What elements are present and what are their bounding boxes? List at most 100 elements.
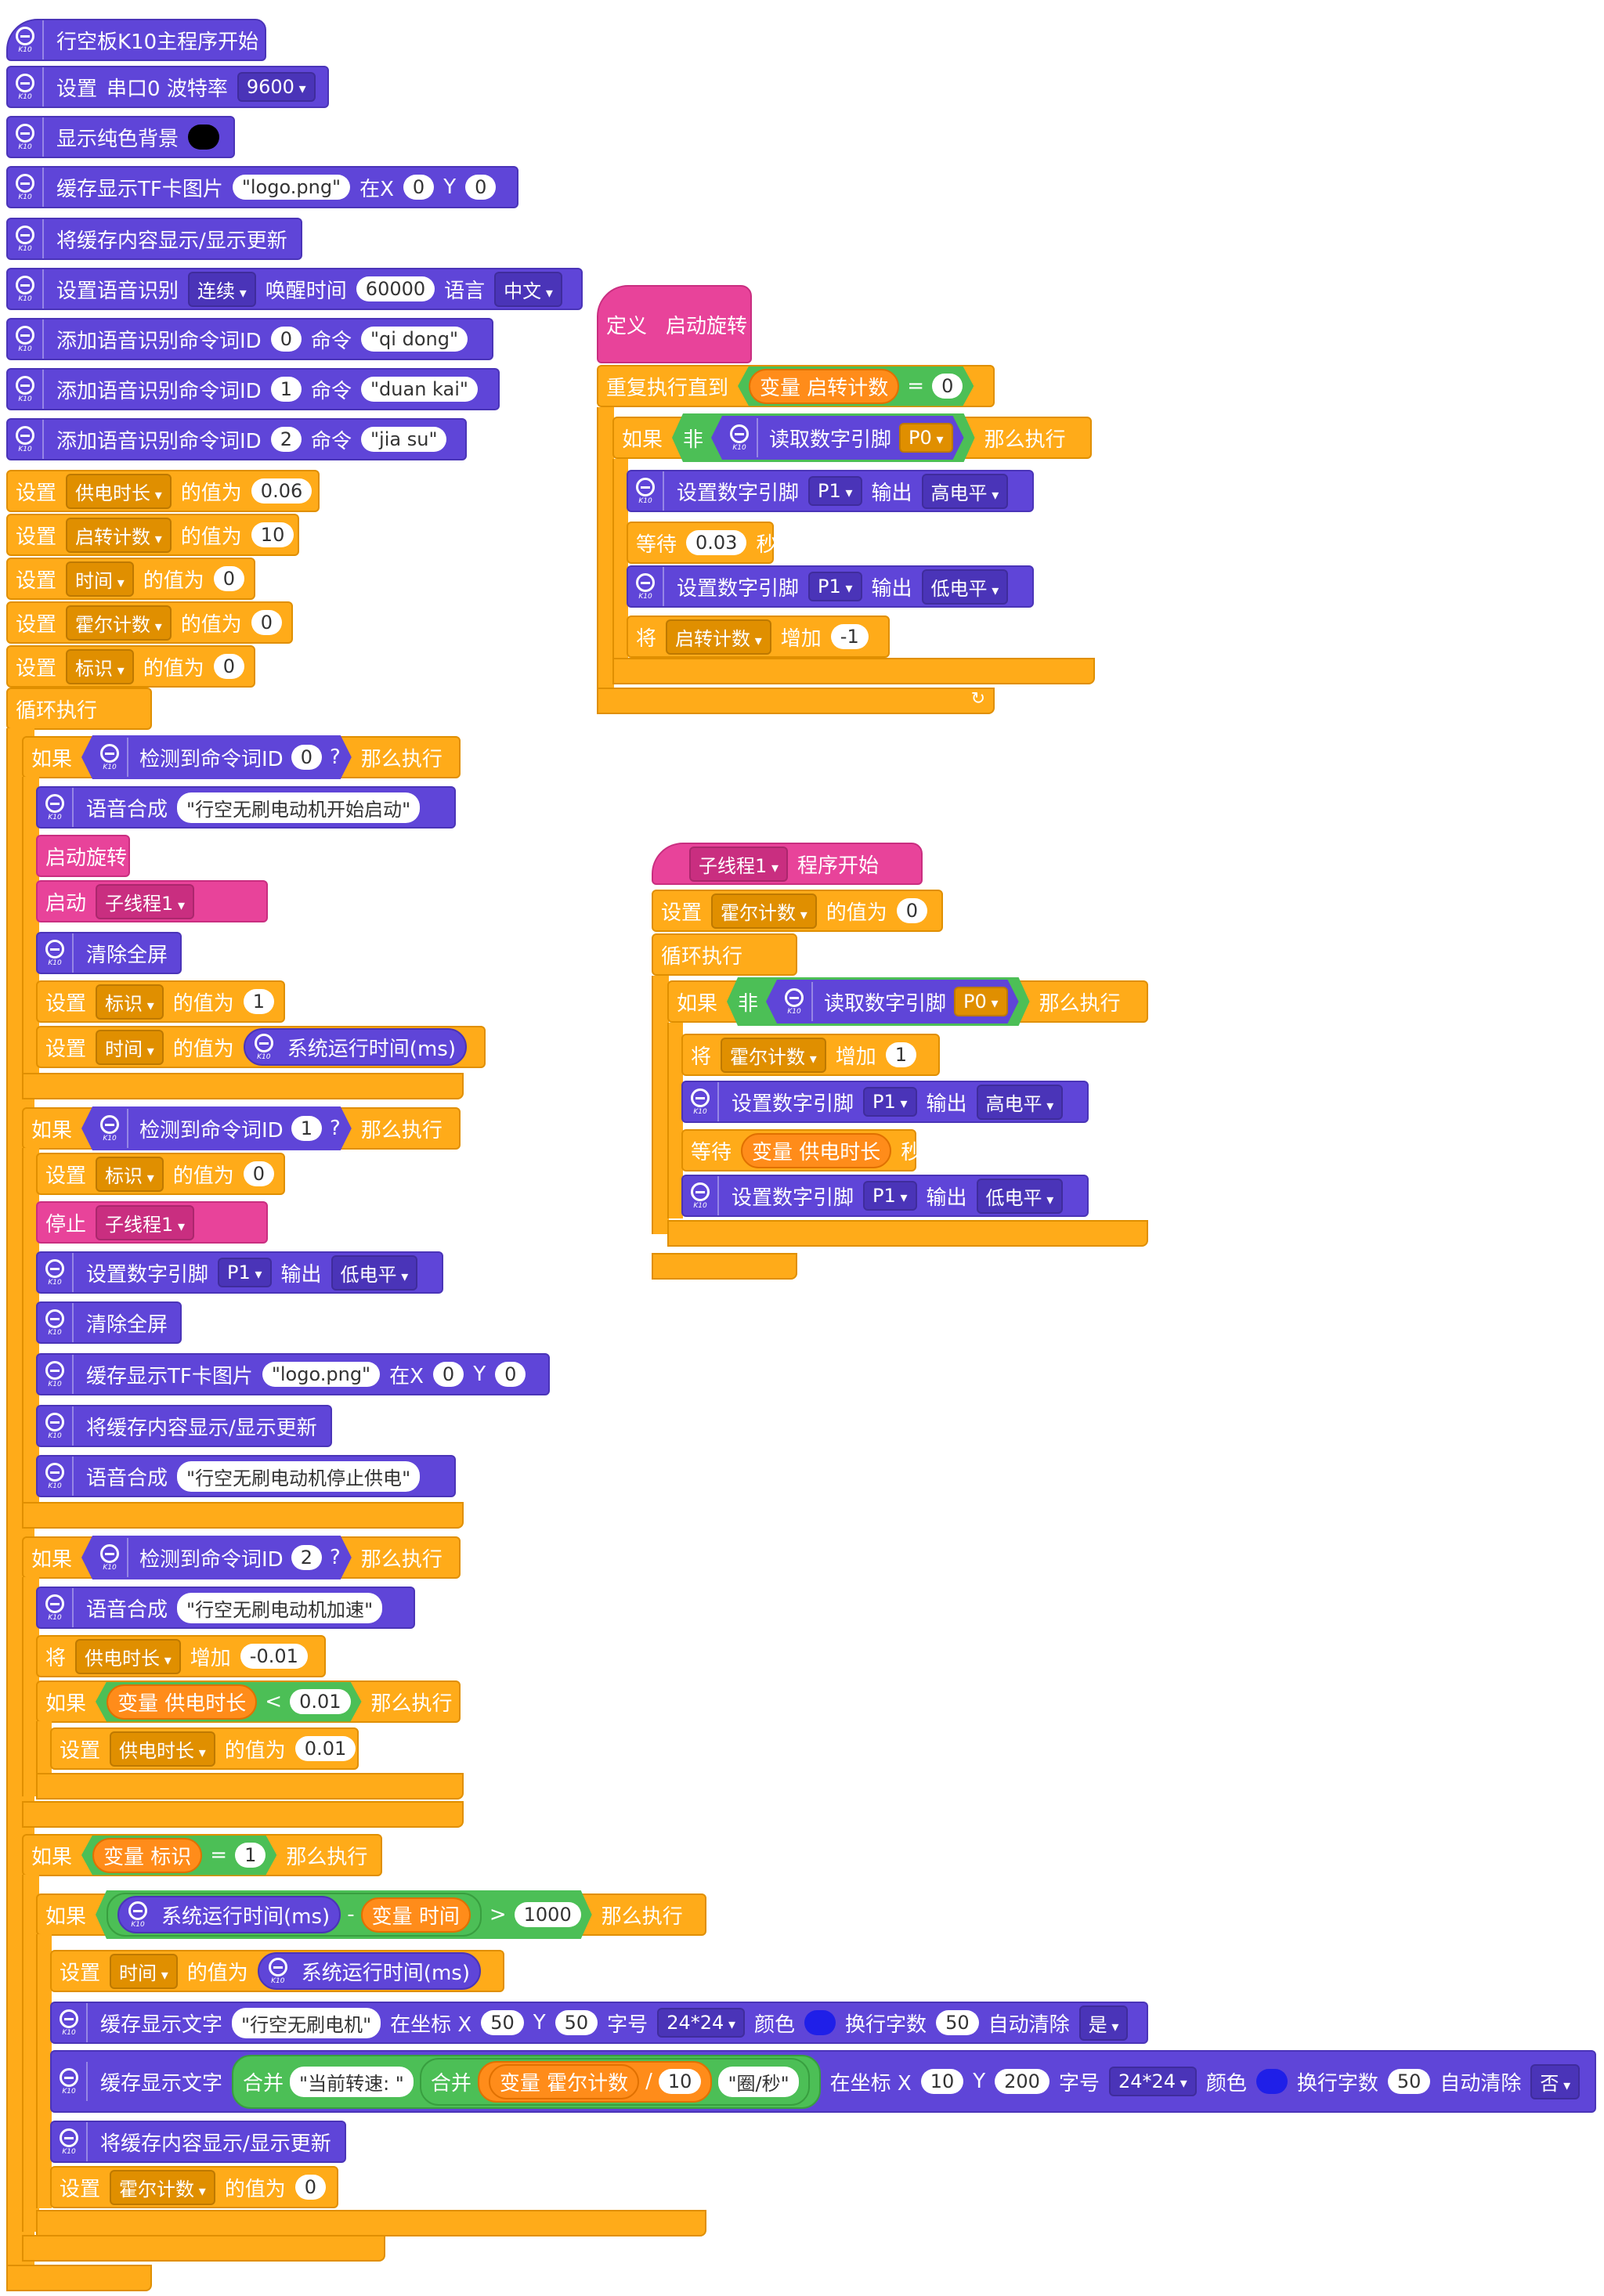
file-input[interactable]: logo.png [232,175,351,200]
set-variable-block[interactable]: 设置霍尔计数的值为0 [6,601,293,644]
thread-icon[interactable] [661,862,680,865]
divide-reporter[interactable]: 变量 霍尔计数/10 [477,2060,713,2103]
pin-dropdown[interactable]: P0 [899,423,953,453]
add-command-block[interactable]: K10添加语音识别命令词ID2命令jia su [6,418,467,460]
set-variable-block[interactable]: 设置霍尔计数的值为0 [652,890,943,932]
variable-reporter[interactable]: 变量 时间 [361,1897,471,1933]
variable-dropdown[interactable]: 时间 [96,1029,164,1065]
thread-dropdown[interactable]: 子线程1 [96,883,195,919]
set-variable-block[interactable]: 设置时间的值为0 [6,558,255,600]
change-variable-block[interactable]: 将供电时长增加-0.01 [36,1635,326,1677]
id-input[interactable]: 1 [291,1116,322,1141]
value-input[interactable]: 1 [243,989,275,1014]
tts-block[interactable]: K10语音合成行空无刷电动机开始启动 [36,786,456,829]
tts-text-input[interactable]: 行空无刷电动机加速 [177,1592,383,1623]
variable-dropdown[interactable]: 供电时长 [75,1638,181,1674]
value-input[interactable]: 0 [243,1161,275,1186]
asr-mode-dropdown[interactable]: 连续 [188,271,256,307]
pin-dropdown[interactable]: P1 [808,476,862,506]
cache-image-block[interactable]: K10缓存显示TF卡图片logo.png在X0Y0 [36,1353,550,1395]
value-input[interactable]: -0.01 [240,1644,308,1669]
baud-dropdown[interactable]: 9600 [237,72,316,102]
variable-reporter[interactable]: 变量 供电时长 [741,1132,892,1168]
pin-dropdown[interactable]: P0 [954,987,1008,1016]
variable-dropdown[interactable]: 霍尔计数 [721,1037,826,1073]
variable-dropdown[interactable]: 霍尔计数 [66,605,172,641]
color-swatch[interactable] [1255,2069,1288,2094]
wrap-input[interactable]: 50 [936,2010,979,2035]
level-dropdown[interactable]: 高电平 [921,473,1009,509]
set-variable-block[interactable]: 设置时间的值为K10系统运行时间(ms) [36,1026,486,1068]
variable-dropdown[interactable]: 时间 [66,561,134,597]
pin-dropdown[interactable]: P1 [863,1087,917,1117]
variable-reporter[interactable]: 变量 供电时长 [107,1684,257,1720]
add-command-block[interactable]: K10添加语音识别命令词ID1命令duan kai [6,368,500,410]
color-swatch[interactable] [804,2010,836,2035]
value-input[interactable]: 10 [251,522,294,547]
variable-dropdown[interactable]: 霍尔计数 [711,893,817,929]
set-variable-block[interactable]: 设置标识的值为1 [36,980,285,1023]
set-pin-block[interactable]: K10设置数字引脚P1输出低电平 [681,1175,1089,1217]
set-variable-block[interactable]: 设置标识的值为0 [6,645,255,688]
set-variable-block[interactable]: 设置标识的值为0 [36,1153,285,1195]
procedure-definition-block[interactable]: 定义启动旋转 [597,285,752,363]
wrap-input[interactable]: 50 [1387,2069,1431,2094]
pin-dropdown[interactable]: P1 [808,572,862,601]
thread-hat-block[interactable]: 子线程1程序开始 [652,843,923,885]
tts-text-input[interactable]: 行空无刷电动机开始启动 [177,792,421,823]
set-variable-block[interactable]: 设置时间的值为K10系统运行时间(ms) [50,1950,504,1992]
level-dropdown[interactable]: 低电平 [921,569,1009,605]
value-input[interactable]: 1 [885,1042,917,1067]
pin-dropdown[interactable]: P1 [218,1258,272,1287]
set-variable-block[interactable]: 设置供电时长的值为0.06 [6,470,320,512]
id-input[interactable]: 2 [291,1545,322,1570]
seconds-input[interactable]: 0.03 [686,530,747,555]
file-input[interactable]: logo.png [262,1362,381,1387]
value-input[interactable]: 0 [896,898,928,923]
pin-dropdown[interactable]: P1 [863,1181,917,1211]
variable-dropdown[interactable]: 标识 [96,1156,164,1192]
value-input[interactable]: 0 [213,566,245,591]
tts-block[interactable]: K10语音合成行空无刷电动机停止供电 [36,1455,456,1497]
y-input[interactable]: 0 [465,175,497,200]
tts-text-input[interactable]: 行空无刷电动机停止供电 [177,1460,421,1492]
value-input[interactable]: 0.01 [290,1689,350,1714]
y-input[interactable]: 0 [495,1362,526,1387]
if-block[interactable]: 如果非K10读取数字引脚P0那么执行 [667,980,1148,1023]
value-input[interactable]: 0 [294,2175,327,2200]
set-pin-block[interactable]: K10设置数字引脚P1输出高电平 [681,1081,1089,1123]
repeat-until-block[interactable]: 重复执行直到变量 启转计数=0 [597,365,995,407]
compare-condition[interactable]: 变量 启转计数=0 [738,366,974,406]
lang-dropdown[interactable]: 中文 [494,271,562,307]
font-dropdown[interactable]: 24*24 [657,2008,746,2038]
set-variable-block[interactable]: 设置霍尔计数的值为0 [50,2166,338,2208]
variable-dropdown[interactable]: 标识 [96,984,164,1020]
text-input[interactable]: 行空无刷电机 [232,2007,381,2038]
value-input[interactable]: -1 [830,624,869,649]
change-variable-block[interactable]: 将霍尔计数增加1 [681,1034,940,1076]
compare-condition[interactable]: 变量 供电时长<0.01 [96,1682,362,1722]
variable-dropdown[interactable]: 标识 [66,648,134,684]
set-asr-block[interactable]: K10设置语音识别连续唤醒时间60000语言中文 [6,268,583,310]
cmd-input[interactable]: jia su [361,427,447,452]
string-input[interactable]: 当前转速: [290,2066,414,2097]
